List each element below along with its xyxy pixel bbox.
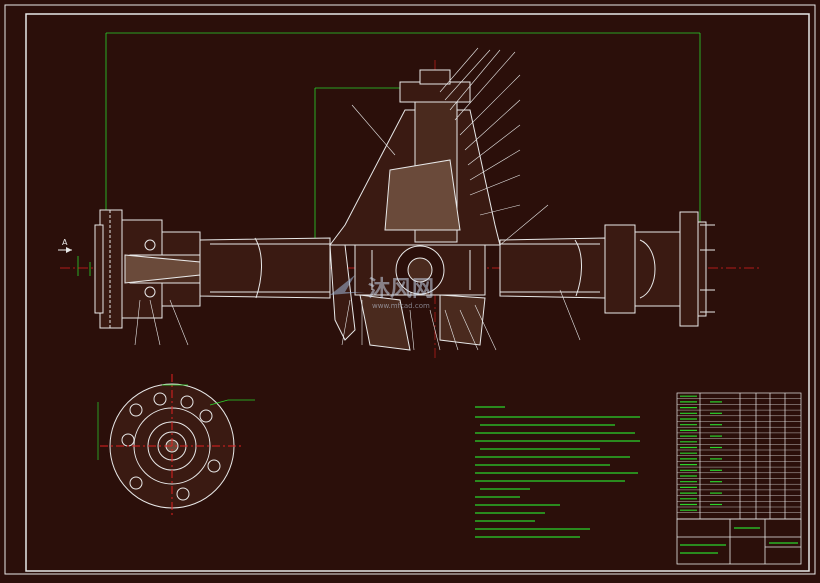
watermark-url: www.mfcad.com [372,302,430,310]
watermark-brand: 沐风网 [368,277,434,302]
technical-notes [475,406,640,538]
parts-list-table [676,392,802,520]
parts-list-entries [680,395,722,511]
left-wheel-hub [94,209,201,329]
outer-border [4,4,816,575]
differential-carrier [329,69,501,351]
part-leader-lines [134,47,581,351]
inner-frame [25,13,810,572]
dimension-lines [77,32,701,276]
flange-dimensions [97,384,255,460]
title-block-text [680,527,798,554]
axle-housing [199,237,606,299]
right-wheel-hub [604,211,715,327]
title-block [676,518,802,565]
flange-end-view [100,374,244,518]
section-marker: A [58,238,72,253]
parts-list-rows [677,398,801,513]
watermark: 沐风网 www.mfcad.com [330,275,434,310]
svg-text:A: A [62,238,68,247]
